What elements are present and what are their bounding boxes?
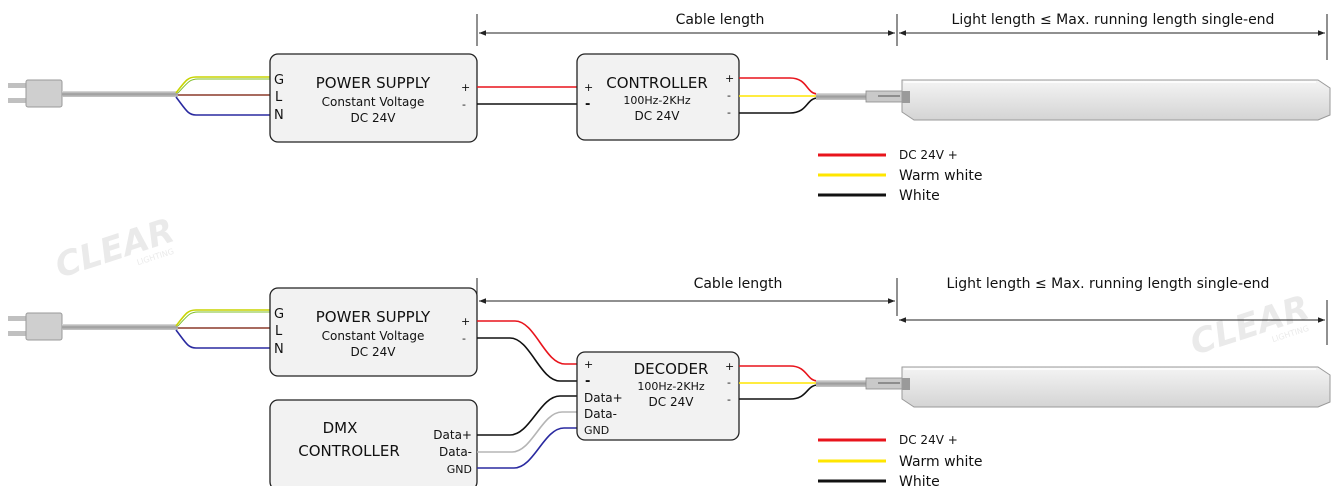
controller-box: + - CONTROLLER 100Hz-2KHz DC 24V + - - <box>576 53 740 141</box>
ps-output-plus-label: + <box>461 315 470 328</box>
ac-input-wires <box>175 76 270 116</box>
dmx-title-line1: DMX <box>323 419 358 437</box>
cable-length-label: Cable length <box>694 276 783 292</box>
terminal-n-label: N <box>274 108 284 123</box>
legend-label-warm-white: Warm white <box>899 168 982 184</box>
ps-output-plus-label: + <box>461 81 470 94</box>
controller-title: CONTROLLER <box>606 74 708 92</box>
power-supply-voltage: DC 24V <box>351 111 397 125</box>
led-strip <box>816 366 1331 408</box>
decoder-output-minus-2: - <box>727 393 731 406</box>
legend-label-white: White <box>899 474 940 486</box>
legend-label-dc24v: DC 24V + <box>899 148 958 162</box>
light-length-label: Light length ≤ Max. running length singl… <box>947 276 1270 292</box>
power-supply-subtitle: Constant Voltage <box>322 329 425 343</box>
legend-label-warm-white: Warm white <box>899 454 982 470</box>
dmx-data-plus-label: Data+ <box>433 428 472 442</box>
dc-wires-to-decoder <box>477 320 577 382</box>
diagram-decoder: G L N POWER SUPPLY Constant Voltage DC 2… <box>8 276 1331 486</box>
light-length-label: Light length ≤ Max. running length singl… <box>952 12 1275 28</box>
ac-input-wires <box>175 309 270 349</box>
decoder-input-plus: + <box>584 358 593 371</box>
dmx-gnd-label: GND <box>447 463 472 476</box>
dmx-data-wires <box>477 395 577 469</box>
controller-output-plus: + <box>725 72 734 85</box>
ps-output-minus-label: - <box>462 98 466 111</box>
controller-input-plus: + <box>584 81 593 94</box>
ps-output-minus-label: - <box>462 332 466 345</box>
legend-label-dc24v: DC 24V + <box>899 433 958 447</box>
power-plug-icon <box>8 312 178 341</box>
controller-voltage: DC 24V <box>635 109 681 123</box>
decoder-voltage: DC 24V <box>649 395 695 409</box>
dmx-title-line2: CONTROLLER <box>298 442 400 460</box>
terminal-l-label: L <box>275 90 283 105</box>
dmx-data-minus-label: Data- <box>439 445 472 459</box>
power-supply-title: POWER SUPPLY <box>316 74 431 92</box>
terminal-n-label: N <box>274 342 284 357</box>
power-supply-box: G L N POWER SUPPLY Constant Voltage DC 2… <box>269 287 478 377</box>
decoder-output-minus-1: - <box>727 376 731 389</box>
watermark-brand-text: CLEAR <box>1185 288 1314 364</box>
decoder-data-plus: Data+ <box>584 391 623 405</box>
decoder-frequency: 100Hz-2KHz <box>637 380 704 393</box>
controller-output-minus-2: - <box>727 106 731 119</box>
cable-length-label: Cable length <box>676 12 765 28</box>
cable-length-dimension: Cable length <box>476 12 898 46</box>
controller-frequency: 100Hz-2KHz <box>623 94 690 107</box>
watermark-logo-left: CLEAR LIGHTING <box>50 211 179 287</box>
led-strip <box>816 79 1331 121</box>
legend-label-white: White <box>899 188 940 204</box>
wire-color-legend: DC 24V + Warm white White <box>818 148 982 204</box>
decoder-output-wires <box>739 365 819 400</box>
cable-length-dimension: Cable length <box>476 276 898 316</box>
decoder-data-minus: Data- <box>584 407 617 421</box>
dmx-controller-box: DMX CONTROLLER Data+ Data- GND <box>269 399 478 486</box>
controller-input-minus: - <box>585 97 590 112</box>
controller-output-minus-1: - <box>727 89 731 102</box>
power-supply-subtitle: Constant Voltage <box>322 95 425 109</box>
light-length-dimension: Light length ≤ Max. running length singl… <box>899 12 1328 60</box>
diagram-controller: G L N POWER SUPPLY Constant Voltage DC 2… <box>8 12 1331 204</box>
terminal-l-label: L <box>275 324 283 339</box>
decoder-gnd: GND <box>584 424 609 437</box>
decoder-output-plus: + <box>725 360 734 373</box>
terminal-g-label: G <box>274 73 284 88</box>
power-plug-icon <box>8 79 178 108</box>
watermark-logo-right: CLEAR LIGHTING <box>1185 288 1314 364</box>
power-supply-box: G L N POWER SUPPLY Constant Voltage DC 2… <box>269 53 478 143</box>
decoder-input-minus: - <box>585 374 590 389</box>
light-length-dimension: Light length ≤ Max. running length singl… <box>899 276 1328 345</box>
terminal-g-label: G <box>274 307 284 322</box>
power-supply-title: POWER SUPPLY <box>316 308 431 326</box>
decoder-box: + - Data+ Data- GND DECODER 100Hz-2KHz D… <box>576 351 740 441</box>
watermark-brand-text: CLEAR <box>50 211 179 287</box>
wire-color-legend: DC 24V + Warm white White <box>818 433 982 486</box>
power-supply-voltage: DC 24V <box>351 345 397 359</box>
controller-output-wires <box>739 77 819 114</box>
decoder-title: DECODER <box>634 360 709 378</box>
